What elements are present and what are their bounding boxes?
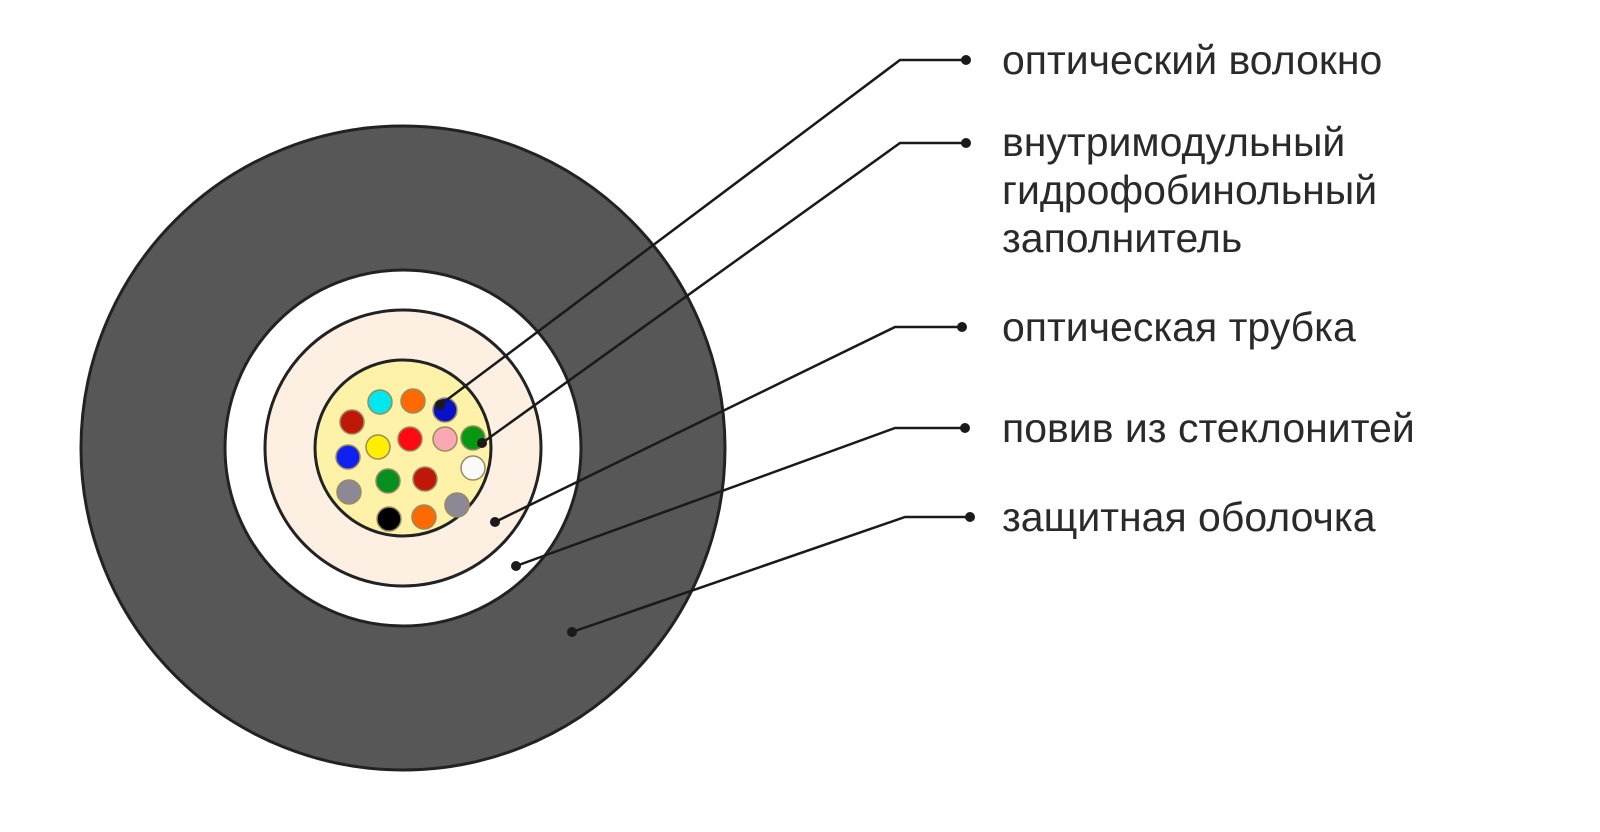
- fiber: [336, 479, 362, 505]
- fiber: [375, 468, 401, 494]
- label-filler: внутримодульный гидрофобинольный заполни…: [1002, 118, 1377, 262]
- label-filler-line-2: гидрофобинольный: [1002, 167, 1378, 213]
- leader-start-dot: [511, 561, 521, 571]
- leader-start-dot: [477, 438, 487, 448]
- leader-end-dot: [957, 322, 967, 332]
- leader-line: [571, 515, 970, 634]
- leader-start-dot: [435, 400, 445, 410]
- fiber: [444, 492, 470, 518]
- fiber: [411, 504, 437, 530]
- label-protective-sheath: защитная оболочка: [1002, 494, 1376, 540]
- fiber: [460, 455, 486, 481]
- fiber: [412, 466, 438, 492]
- label-optical-fiber: оптический волокно: [1002, 37, 1383, 83]
- fiber: [376, 506, 402, 532]
- fiber: [397, 426, 423, 452]
- label-optical-tube: оптическая трубка: [1002, 304, 1356, 350]
- fiber: [400, 388, 426, 414]
- leader-start-dot: [567, 627, 577, 637]
- fiber: [432, 426, 458, 452]
- leader-line: [515, 426, 965, 568]
- label-filler-line-3: заполнитель: [1002, 215, 1243, 261]
- label-glass-yarn: повив из стеклонитей: [1002, 405, 1415, 451]
- label-filler-line-1: внутримодульный: [1002, 119, 1346, 165]
- leader-line: [439, 58, 966, 406]
- leader-line: [494, 325, 962, 524]
- leader-end-dot: [961, 55, 971, 65]
- leader-line: [481, 141, 966, 445]
- fiber: [367, 389, 393, 415]
- leader-end-dot: [961, 138, 971, 148]
- leader-end-dot: [960, 423, 970, 433]
- fiber: [365, 434, 391, 460]
- leader-start-dot: [490, 517, 500, 527]
- fiber: [339, 409, 365, 435]
- leader-end-dot: [965, 512, 975, 522]
- fiber: [335, 444, 361, 470]
